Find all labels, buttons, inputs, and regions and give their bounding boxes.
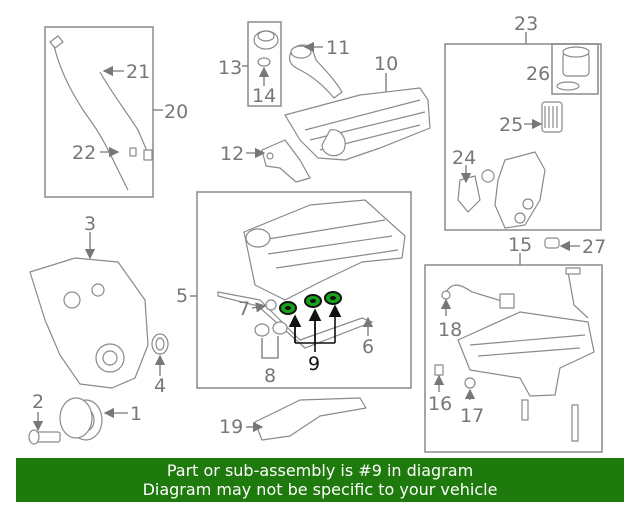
dipstick-tube-part bbox=[49, 35, 153, 191]
callout-3: 3 bbox=[84, 213, 96, 235]
callout-15: 15 bbox=[508, 234, 532, 256]
banner-line-1: Part or sub-assembly is #9 in diagram bbox=[166, 461, 474, 480]
callout-10: 10 bbox=[374, 53, 398, 75]
banner-line-2: Diagram may not be specific to your vehi… bbox=[142, 480, 498, 499]
seal-part-7 bbox=[265, 299, 277, 311]
callout-27: 27 bbox=[582, 236, 606, 258]
oil-cap-part bbox=[253, 30, 279, 67]
callout-4: 4 bbox=[154, 375, 166, 397]
callout-17: 17 bbox=[460, 405, 484, 427]
leader-8 bbox=[261, 336, 279, 359]
oil-level-sensor-part bbox=[441, 284, 515, 309]
front-seal-part bbox=[151, 333, 169, 355]
shield-part bbox=[254, 397, 367, 441]
filter-cap-group-box bbox=[551, 43, 599, 95]
leader-7 bbox=[251, 302, 267, 313]
sensor-part bbox=[544, 237, 560, 249]
oil-filter-part bbox=[457, 46, 590, 229]
callout-7: 7 bbox=[238, 298, 250, 320]
notice-banner: Part or sub-assembly is #9 in diagram Di… bbox=[16, 458, 624, 502]
dipstick-group-box bbox=[44, 26, 154, 198]
balancer-bolt-part bbox=[28, 429, 61, 445]
callout-22: 22 bbox=[72, 142, 96, 164]
callout-14: 14 bbox=[252, 85, 276, 107]
callout-23: 23 bbox=[514, 13, 538, 35]
oil-pan-part bbox=[457, 267, 595, 397]
callout-13: 13 bbox=[218, 57, 242, 79]
callout-11: 11 bbox=[326, 37, 350, 59]
oil-filter-group-box bbox=[444, 43, 602, 231]
valve-cover-part bbox=[284, 87, 431, 161]
callout-19: 19 bbox=[219, 416, 243, 438]
callout-9[interactable]: 9 bbox=[308, 353, 320, 375]
callout-6: 6 bbox=[362, 336, 374, 358]
bracket-part bbox=[261, 139, 311, 183]
callout-20: 20 bbox=[164, 101, 188, 123]
intake-manifold-part bbox=[243, 199, 406, 301]
callout-2: 2 bbox=[32, 391, 44, 413]
callout-26: 26 bbox=[526, 63, 550, 85]
callout-5: 5 bbox=[176, 285, 188, 307]
intake-manifold-group-box bbox=[196, 191, 412, 389]
callout-8: 8 bbox=[264, 365, 276, 387]
oil-cap-group-box bbox=[247, 21, 282, 107]
callout-21: 21 bbox=[126, 61, 150, 83]
callout-1: 1 bbox=[130, 403, 142, 425]
seal-part-8 bbox=[254, 321, 288, 337]
callout-18: 18 bbox=[438, 319, 462, 341]
callout-25: 25 bbox=[499, 114, 523, 136]
callout-24: 24 bbox=[452, 147, 476, 169]
oil-pan-group-box bbox=[424, 264, 603, 453]
callout-16: 16 bbox=[428, 393, 452, 415]
timing-cover-part bbox=[29, 257, 149, 389]
callout-12: 12 bbox=[220, 143, 244, 165]
balancer-part bbox=[59, 397, 103, 441]
